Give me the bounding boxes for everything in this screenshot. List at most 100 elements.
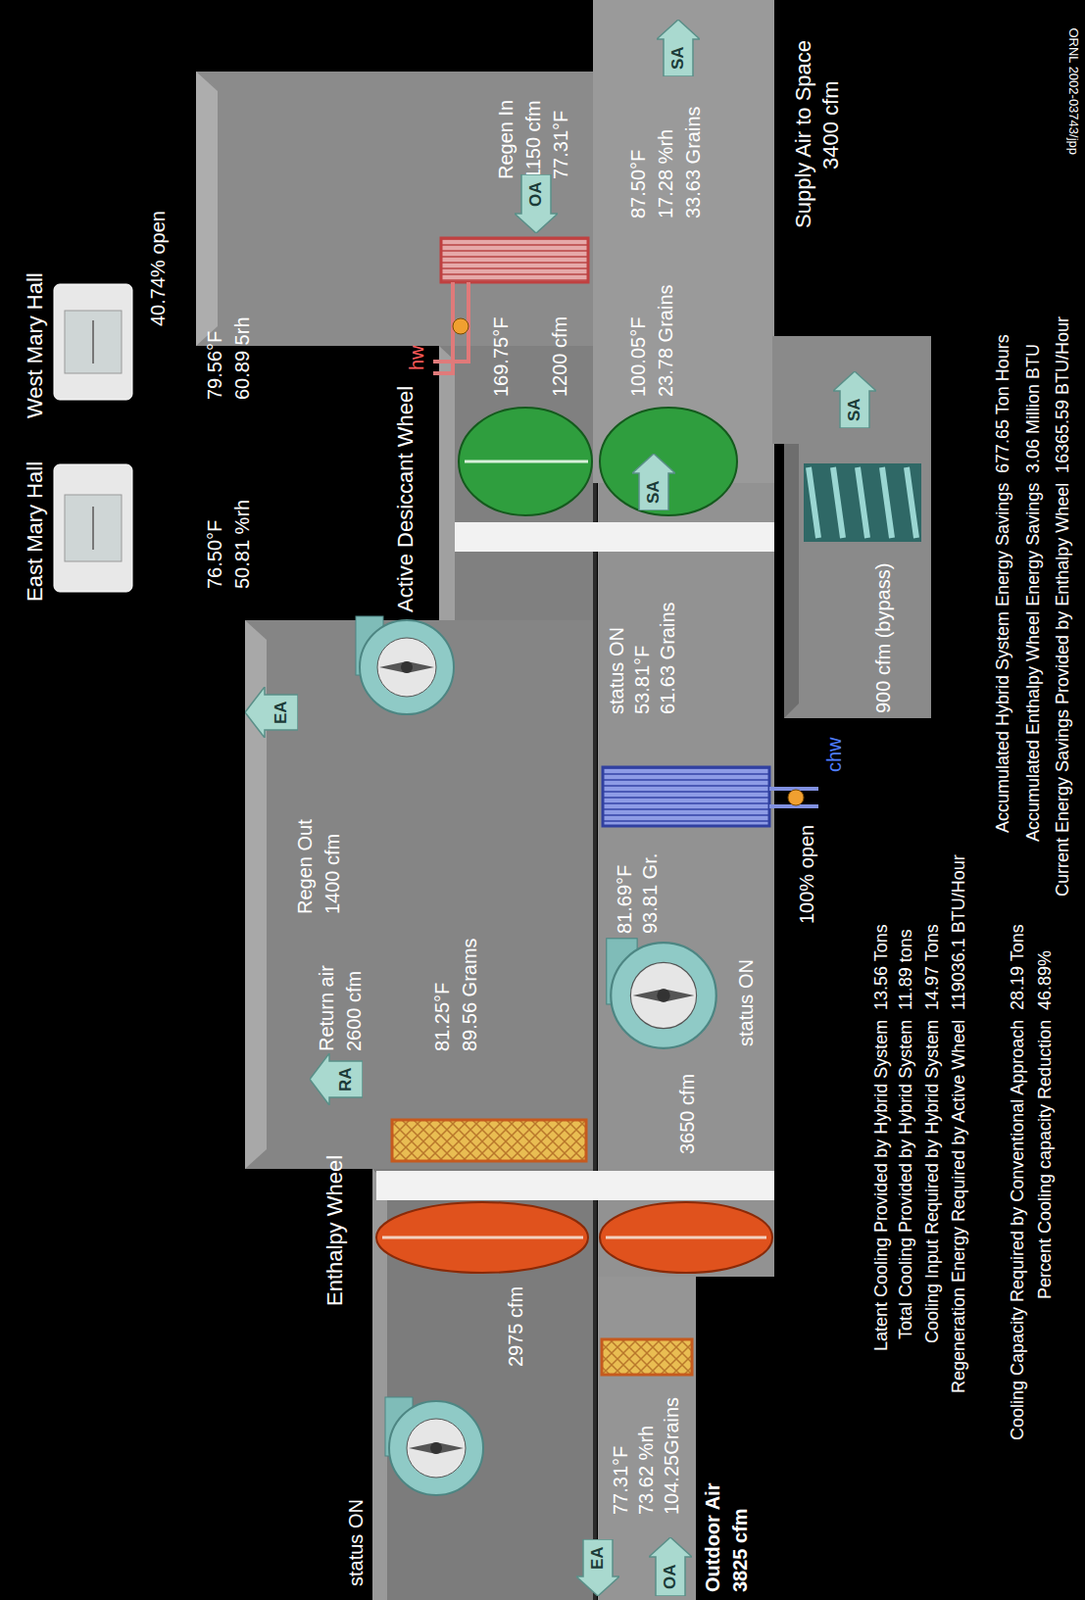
diagram-label: 79.56°F	[203, 331, 226, 400]
arrow-text: SA	[644, 480, 664, 504]
diagram-label: 2600 cfm	[343, 971, 365, 1052]
diagram-label: ORNL 2002-03743/jpp	[1066, 27, 1081, 155]
hot-water-coil-part	[452, 318, 469, 335]
arrow-text: EA	[589, 1546, 608, 1571]
diagram-label: 3650 cfm	[676, 1074, 698, 1155]
thermostat-icon-part	[64, 310, 122, 374]
duct-body-part	[196, 71, 218, 346]
fan-symbol-part	[633, 988, 695, 1002]
enthalpy-wheel-part	[599, 1202, 773, 1274]
air-flow-arrow: OA	[648, 1537, 692, 1597]
air-flow-arrow: EA	[576, 1539, 620, 1597]
diagram-label: 50.81 %rh	[231, 499, 253, 590]
diagram-label: 119036.1 BTU/Hour	[949, 854, 970, 1011]
duct-body-part	[784, 443, 799, 719]
arrow-text: OA	[527, 182, 546, 208]
desiccant-wheel-part	[599, 407, 738, 516]
air-flow-arrow: RA	[309, 1053, 363, 1106]
enthalpy-wheel-part	[376, 1171, 775, 1201]
arrow-text: SA	[845, 397, 865, 422]
diagram-label: Accumulated Hybrid System Energy Savings	[993, 483, 1014, 834]
diagram-label: Total Cooling Provided by Hybrid System	[896, 1020, 917, 1340]
chilled-water-coil-part	[788, 789, 804, 806]
diagram-label: status ON	[605, 627, 628, 715]
desiccant-wheel-part	[454, 522, 775, 552]
diagram-label: 60.89 5rh	[231, 316, 253, 400]
diagram-label: 2975 cfm	[504, 1286, 527, 1368]
diagram-label: status ON	[345, 1499, 367, 1587]
diagram-label: 14.97 Tons	[923, 924, 943, 1011]
arrow-shape	[632, 453, 676, 511]
diagram-label: Percent Cooling capacity Reduction	[1035, 1020, 1056, 1300]
diagram-label: Cooling Input Required by Hybrid System	[923, 1020, 943, 1344]
air-flow-arrow: SA	[632, 453, 676, 511]
duct-body-part	[372, 1169, 593, 1600]
duct-body-part	[772, 336, 787, 444]
diagram-label: 13.56 Tons	[872, 924, 892, 1011]
air-filter-part	[601, 1339, 692, 1376]
arrow-shape	[648, 1537, 692, 1597]
diagram-label: 23.78 Grains	[654, 284, 677, 397]
air-flow-arrow: SA	[833, 371, 877, 429]
diagram-label: 3825 cfm	[729, 1508, 751, 1593]
fan-symbol-part	[400, 661, 413, 674]
diagram-label: 28.19 Tons	[1008, 924, 1029, 1011]
duct-body-part	[784, 336, 932, 719]
air-filter-part	[392, 1120, 587, 1162]
fan-symbol	[385, 1397, 484, 1496]
enthalpy-wheel-part	[605, 1236, 767, 1240]
diagram-label: 73.62 %rh	[635, 1426, 657, 1516]
arrow-shape	[576, 1539, 620, 1597]
arrow-shape	[514, 174, 558, 234]
air-filter	[392, 1120, 692, 1376]
diagram-label: Supply Air to Space	[791, 40, 816, 229]
fan-symbol-part	[656, 988, 670, 1002]
duct-body-part	[597, 483, 775, 1278]
duct-body-part	[196, 71, 593, 346]
diagram-label: 900 cfm (bypass)	[872, 563, 894, 714]
diagram-label: 1150 cfm	[522, 99, 544, 180]
air-flow-arrow: EA	[245, 687, 298, 739]
diagram-label: Accumulated Enthalpy Wheel Energy Saving…	[1024, 483, 1044, 842]
diagram-label: 1200 cfm	[548, 316, 571, 397]
diagram-label: 33.63 Grains	[682, 105, 704, 219]
fan-symbol-part	[610, 942, 717, 1049]
fan-symbol	[606, 938, 717, 1049]
diagram-label: 3400 cfm	[819, 81, 843, 171]
diagram-label: 16365.59 BTU/Hour	[1053, 316, 1074, 474]
diagram-label: East Mary Hall	[23, 461, 48, 602]
chilled-water-coil-part	[602, 767, 770, 827]
diagram-label: 53.81°F	[631, 645, 653, 715]
thermostat-icon-part	[53, 284, 133, 400]
hot-water-coil-part	[433, 282, 469, 374]
thermostat-icon-part	[92, 320, 95, 364]
diagram-label: 93.81 Gr.	[639, 853, 661, 935]
bypass-damper-part	[803, 463, 922, 543]
diagram-label: 77.31°F	[549, 110, 572, 180]
fan-symbol-part	[379, 661, 435, 674]
fan-symbol-part	[377, 638, 437, 697]
diagram-label: 17.28 %rh	[654, 129, 677, 219]
enthalpy-wheel-part	[382, 1236, 584, 1240]
desiccant-wheel-part	[458, 407, 592, 516]
diagram-label: Outdoor Air	[701, 1483, 724, 1593]
duct-body-part	[245, 620, 593, 1170]
diagram-label: 104.25Grains	[660, 1397, 683, 1516]
fan-symbol-part	[408, 1442, 464, 1455]
fan-symbol-part	[389, 1401, 484, 1496]
chilled-water-coil-part	[769, 789, 819, 807]
diagram-label: 61.63 Grains	[656, 601, 679, 715]
fan-symbol-part	[359, 620, 454, 715]
diagram-label: chw	[823, 737, 845, 773]
bypass-damper-part	[808, 467, 917, 539]
air-flow-arrow: OA	[514, 174, 558, 234]
fan-symbol	[355, 616, 454, 715]
enthalpy-wheel	[376, 1171, 775, 1274]
air-flow-arrow: SA	[656, 19, 700, 77]
diagram-label: 677.65 Ton Hours	[993, 334, 1014, 474]
fan-symbol-part	[630, 962, 696, 1029]
diagram-label: Return air	[315, 965, 338, 1052]
diagram-label: West Mary Hall	[23, 272, 48, 419]
enthalpy-wheel-part	[376, 1202, 589, 1274]
arrow-text: OA	[661, 1565, 681, 1591]
